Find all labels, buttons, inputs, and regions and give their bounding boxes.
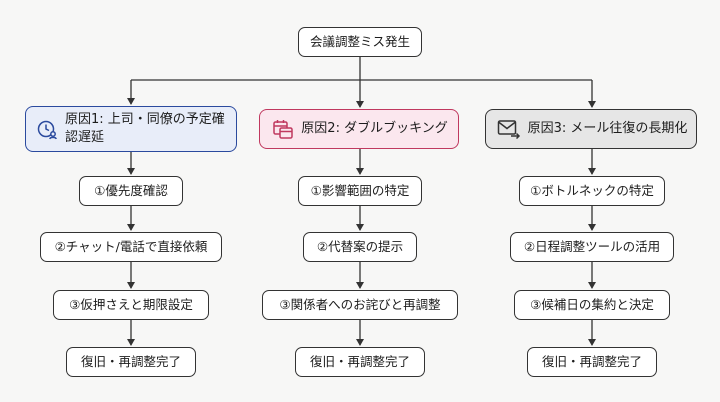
step-node-3-1: ①ボトルネックの特定 [519, 176, 665, 206]
calendar-conflict-icon [272, 118, 294, 140]
step-node-3-3: ③候補日の集約と決定 [514, 290, 670, 320]
step-label: 復旧・再調整完了 [309, 353, 410, 369]
step-label: 復旧・再調整完了 [80, 353, 181, 369]
cause-1-label: 原因1: 上司・同僚の予定確認遅延 [65, 112, 225, 145]
step-node-2-3: ③関係者へのお詫びと再調整 [262, 290, 458, 320]
step-node-3-4: 復旧・再調整完了 [527, 347, 657, 377]
root-label: 会議調整ミス発生 [309, 33, 410, 49]
step-label: ②チャット/電話で直接依頼 [54, 238, 208, 254]
step-label: ①影響範囲の特定 [310, 182, 410, 198]
step-label: ③仮押さえと期限設定 [69, 296, 193, 312]
step-node-1-3: ③仮押さえと期限設定 [53, 290, 209, 320]
mail-forward-icon [497, 119, 521, 139]
cause-node-1: 原因1: 上司・同僚の予定確認遅延 [25, 106, 237, 152]
clock-user-icon [36, 118, 58, 140]
step-node-1-2: ②チャット/電話で直接依頼 [40, 232, 222, 262]
step-node-2-2: ②代替案の提示 [303, 232, 417, 262]
step-node-2-4: 復旧・再調整完了 [295, 347, 425, 377]
step-node-1-4: 復旧・再調整完了 [66, 347, 196, 377]
step-label: ③関係者へのお詫びと再調整 [279, 296, 441, 312]
step-node-3-2: ②日程調整ツールの活用 [510, 232, 674, 262]
step-label: ①優先度確認 [94, 182, 168, 198]
step-label: ①ボトルネックの特定 [530, 182, 654, 198]
step-node-2-1: ①影響範囲の特定 [298, 176, 422, 206]
step-label: 復旧・再調整完了 [541, 353, 642, 369]
step-label: ③候補日の集約と決定 [530, 296, 654, 312]
cause-node-2: 原因2: ダブルブッキング [259, 109, 459, 149]
step-label: ②日程調整ツールの活用 [523, 238, 661, 254]
cause-node-3: 原因3: メール往復の長期化 [485, 109, 697, 149]
step-label: ②代替案の提示 [316, 238, 404, 254]
step-node-1-1: ①優先度確認 [79, 176, 183, 206]
root-node: 会議調整ミス発生 [298, 27, 422, 57]
cause-3-label: 原因3: メール往復の長期化 [527, 121, 688, 137]
cause-2-label: 原因2: ダブルブッキング [301, 121, 448, 137]
